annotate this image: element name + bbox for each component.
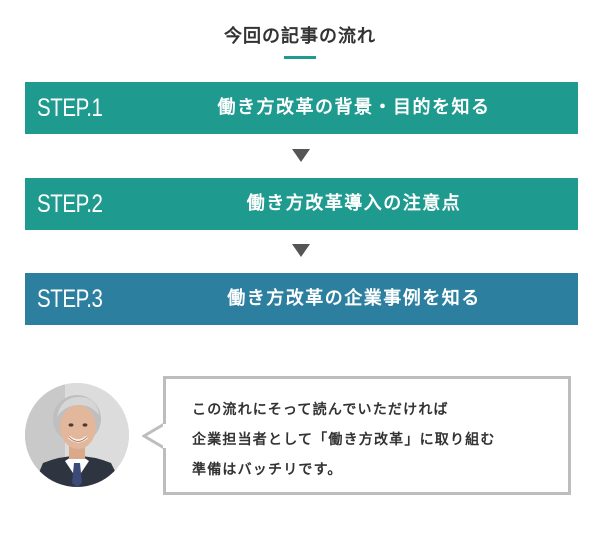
triangle-down-icon (292, 244, 310, 257)
step-1-label: STEP.1 (37, 94, 103, 122)
speech-bubble: この流れにそって読んでいただければ 企業担当者として「働き方改革」に取り組む 準… (163, 376, 571, 495)
step-3-label: STEP.3 (37, 285, 103, 313)
step-1-text: 働き方改革の背景・目的を知る (217, 97, 491, 118)
step-1-bar: STEP.1 働き方改革の背景・目的を知る (25, 82, 578, 134)
page-title: 今回の記事の流れ (224, 26, 376, 47)
man-portrait-icon (25, 383, 129, 487)
title-underline (284, 56, 316, 59)
step-2-label: STEP.2 (37, 190, 103, 218)
speech-line-3: 準備はバッチリです。 (192, 462, 343, 478)
speech-line-1: この流れにそって読んでいただければ (192, 402, 449, 418)
step-2-text: 働き方改革導入の注意点 (246, 193, 462, 214)
step-2-bar: STEP.2 働き方改革導入の注意点 (25, 178, 578, 230)
avatar (25, 383, 129, 487)
triangle-down-icon (292, 149, 310, 162)
step-3-bar: STEP.3 働き方改革の企業事例を知る (25, 273, 578, 325)
tail-joint (163, 424, 167, 448)
step-3-text: 働き方改革の企業事例を知る (227, 288, 481, 309)
speech-line-2: 企業担当者として「働き方改革」に取り組む (192, 432, 496, 448)
